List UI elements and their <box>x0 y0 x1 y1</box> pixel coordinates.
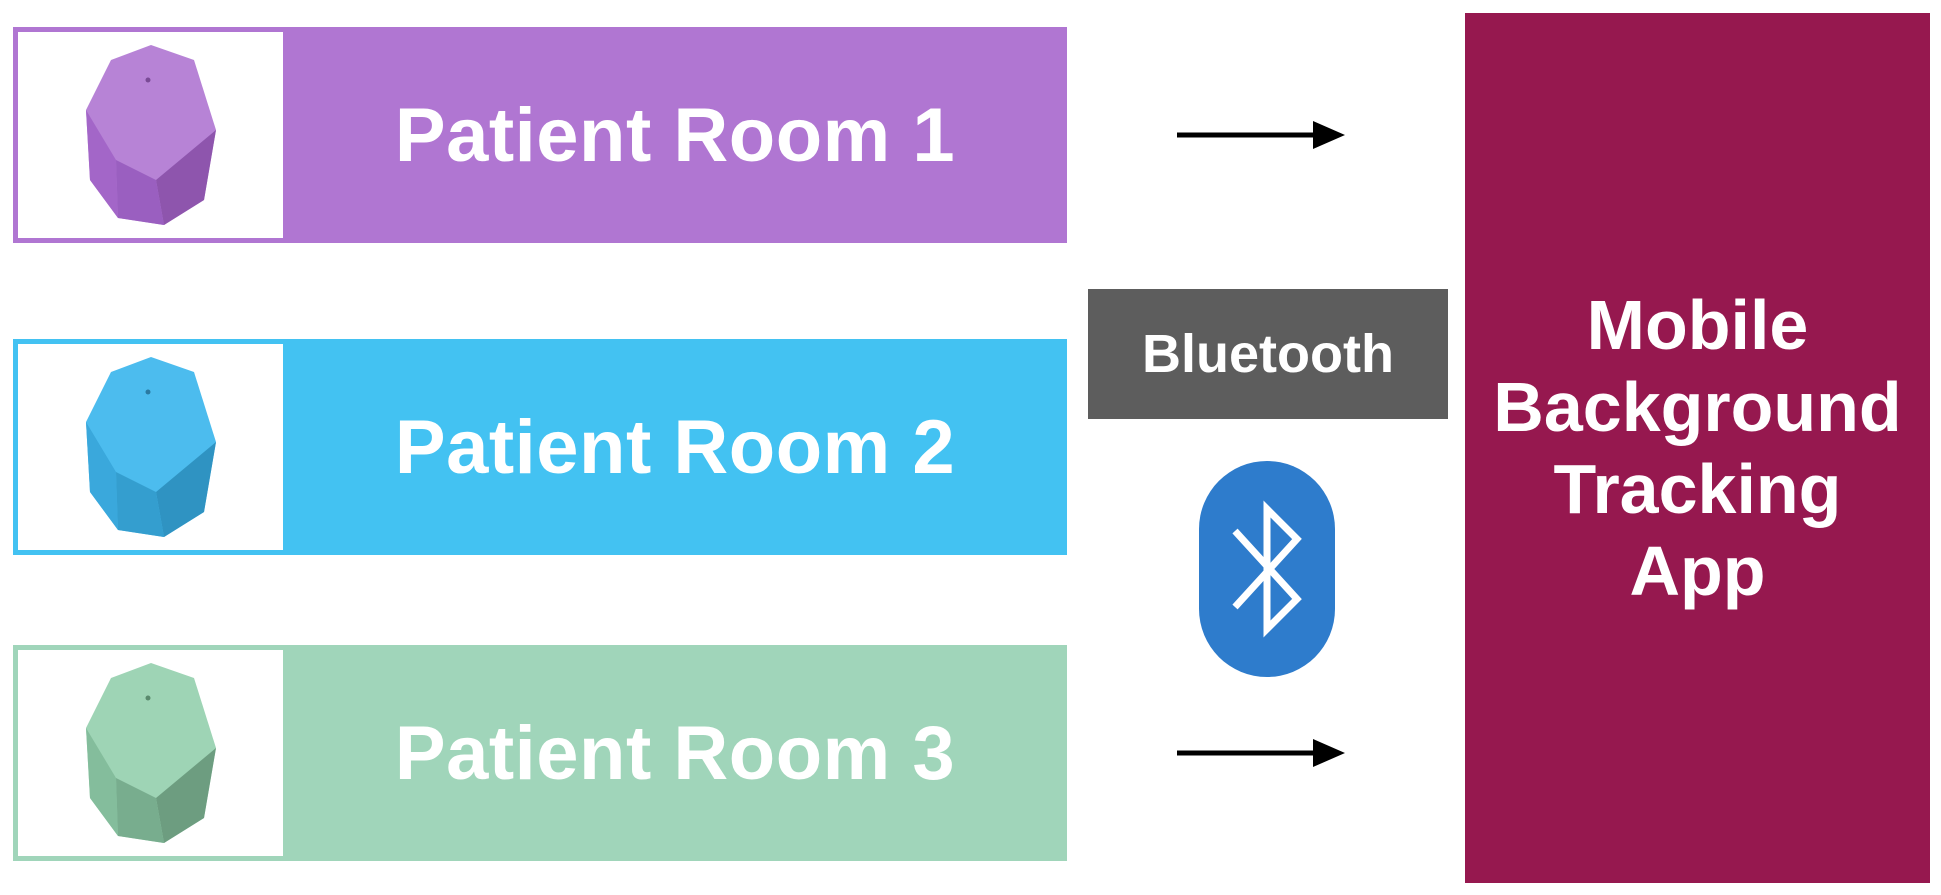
app-title-line: Background <box>1493 368 1902 446</box>
room-label: Patient Room 1 <box>394 92 956 178</box>
patient-room-3-box: Patient Room 3 <box>13 645 1067 861</box>
patient-room-1-box: Patient Room 1 <box>13 27 1067 243</box>
right-arrow-icon <box>1177 121 1345 149</box>
bluetooth-icon <box>1199 461 1335 677</box>
app-title-line: Mobile <box>1586 286 1809 364</box>
beacon-image-3 <box>18 650 283 856</box>
beacon-icon <box>85 357 216 537</box>
beacon-icon <box>85 45 216 225</box>
beacon-image-2 <box>18 344 283 550</box>
bluetooth-label: Bluetooth <box>1088 289 1448 419</box>
mobile-background-tracking-app-box: Mobile Background Tracking App <box>1465 13 1930 883</box>
room-label: Patient Room 2 <box>394 404 956 490</box>
app-title-line: App <box>1629 532 1766 610</box>
beacon-icon <box>85 663 216 843</box>
beacon-image-1 <box>18 32 283 238</box>
app-title-line: Tracking <box>1553 450 1842 528</box>
patient-room-2-box: Patient Room 2 <box>13 339 1067 555</box>
right-arrow-icon <box>1177 739 1345 767</box>
room-label: Patient Room 3 <box>394 710 956 796</box>
